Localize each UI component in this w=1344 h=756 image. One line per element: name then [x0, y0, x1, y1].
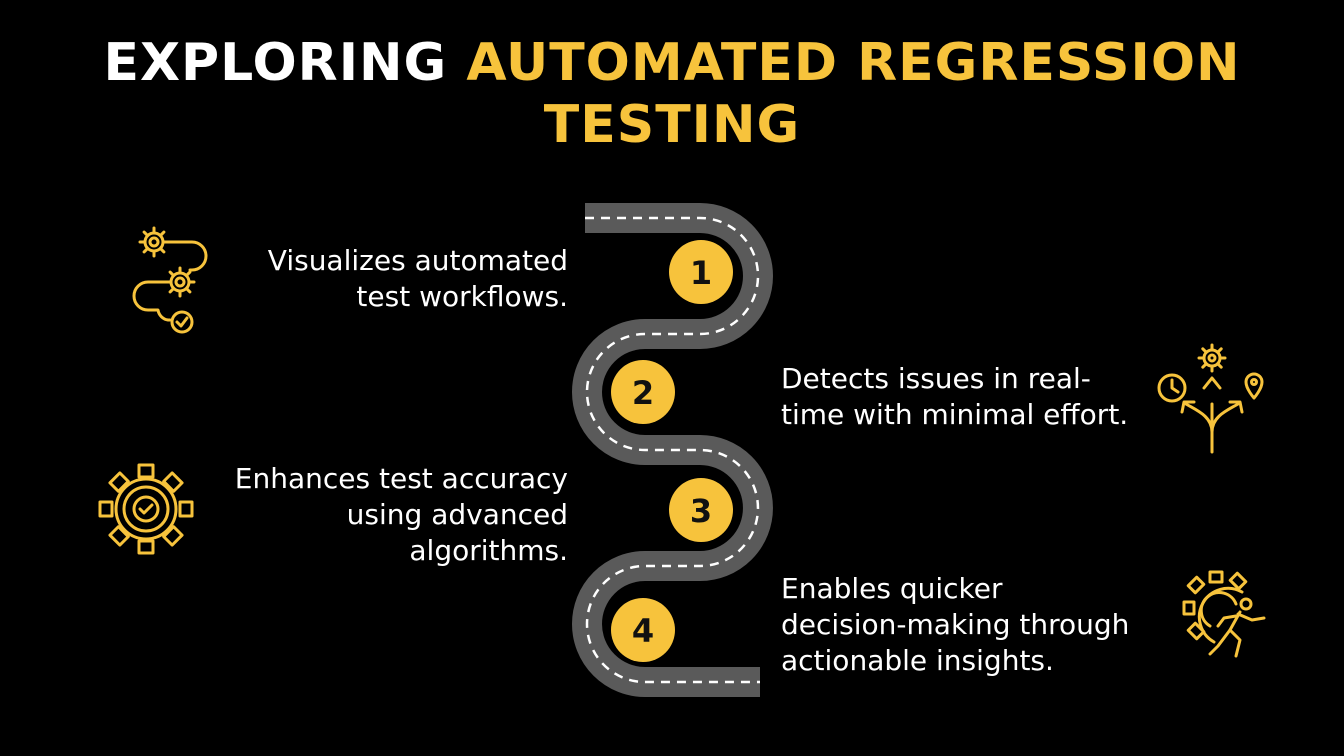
step-marker-3: 3 [669, 478, 733, 542]
step-2-line-2: time with minimal effort. [781, 398, 1129, 431]
step-1-description: Visualizes automated test workflows. [268, 243, 568, 315]
step-marker-1: 1 [669, 240, 733, 304]
step-number-4: 4 [632, 612, 654, 650]
title-white: EXPLORING [103, 33, 467, 93]
step-1-line-1: Visualizes automated [267, 244, 568, 277]
step-3-line-3: algorithms. [409, 534, 568, 567]
step-1-line-2: test workflows. [356, 280, 568, 313]
step-marker-4: 4 [611, 598, 675, 662]
step-number-3: 3 [690, 492, 712, 530]
page-title: EXPLORING AUTOMATED REGRESSION TESTING [0, 32, 1344, 156]
step-marker-2: 2 [611, 360, 675, 424]
step-3-description: Enhances test accuracy using advanced al… [235, 461, 568, 569]
step-4-line-2: decision-making through [781, 608, 1130, 641]
step-2-line-1: Detects issues in real- [781, 362, 1091, 395]
step-number-1: 1 [690, 254, 712, 292]
title-accent-1: AUTOMATED REGRESSION [466, 33, 1241, 93]
decision-paths-icon [1157, 343, 1264, 454]
step-4-line-1: Enables quicker [781, 572, 1003, 605]
step-3-line-2: using advanced [346, 498, 568, 531]
title-accent-2: TESTING [543, 95, 801, 155]
step-number-2: 2 [632, 374, 654, 412]
step-2-description: Detects issues in real- time with minima… [781, 361, 1128, 433]
title-line-1: EXPLORING AUTOMATED REGRESSION [0, 32, 1344, 94]
gear-runner-icon [1182, 570, 1266, 658]
step-3-line-1: Enhances test accuracy [234, 462, 568, 495]
step-4-line-3: actionable insights. [781, 644, 1054, 677]
gear-workflow-icon [132, 226, 208, 334]
gear-check-icon [98, 463, 194, 555]
road-center-line [585, 216, 760, 684]
step-4-description: Enables quicker decision-making through … [781, 571, 1129, 679]
